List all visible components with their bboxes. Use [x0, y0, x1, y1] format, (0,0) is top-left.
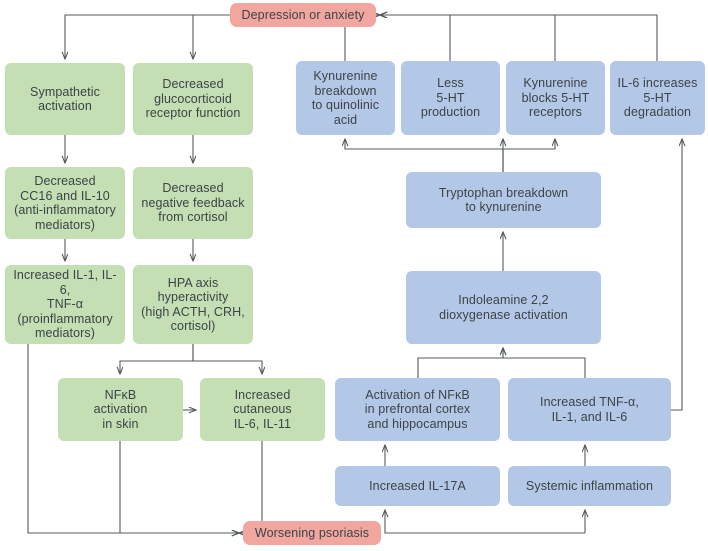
node-sympathetic-activation[interactable]: Sympathetic activation: [5, 63, 125, 135]
node-kynurenine-breakdown-to-quinolinic-acid[interactable]: Kynurenine breakdown to quinolinic acid: [296, 61, 395, 135]
node-worsening-psoriasis[interactable]: Worsening psoriasis: [243, 521, 381, 545]
edge-nfkbbrain-indoleamine: [417, 348, 503, 378]
edge-tryptophan-kynquinolinic: [345, 139, 504, 172]
edge-tnfa-indoleamine: [503, 348, 586, 378]
node-decreased-negative-feedback-from-cortisol[interactable]: Decreased negative feedback from cortiso…: [133, 167, 253, 239]
node-decreased-glucocorticoid-receptor-function[interactable]: Decreased glucocorticoid receptor functi…: [133, 63, 253, 135]
node-indoleamine-dioxygenase-activation[interactable]: Indoleamine 2,2 dioxygenase activation: [406, 271, 601, 344]
node-tryptophan-breakdown-to-kynurenine[interactable]: Tryptophan breakdown to kynurenine: [406, 172, 601, 228]
edge-blocks5ht-depression: [380, 15, 556, 61]
node-decreased-cc16-and-il10[interactable]: Decreased CC16 and IL-10 (anti-inflammat…: [5, 167, 125, 239]
node-nfkb-activation-in-skin[interactable]: NFκB activation in skin: [58, 378, 183, 441]
edge-less5ht-depression: [380, 15, 451, 61]
edge-depression-glucocorticoid: [193, 14, 230, 59]
edge-hpa-nfkbskin: [120, 344, 194, 374]
edge-hpa-cutaneous: [192, 344, 262, 374]
edge-cutaneous-psoriasis: [239, 441, 263, 533]
edge-il6degrade-depression: [380, 15, 658, 61]
node-systemic-inflammation[interactable]: Systemic inflammation: [508, 466, 671, 506]
edge-psoriasis-il17a: [385, 510, 585, 534]
edge-depression-sympathetic: [65, 14, 230, 59]
node-depression-or-anxiety[interactable]: Depression or anxiety: [230, 3, 376, 27]
node-increased-tnfa-il1-il6[interactable]: Increased TNF-α, IL-1, and IL-6: [508, 378, 671, 441]
node-il6-increases-5ht-degradation[interactable]: IL-6 increases 5-HT degradation: [610, 61, 705, 135]
node-hpa-axis-hyperactivity[interactable]: HPA axis hyperactivity (high ACTH, CRH, …: [133, 265, 253, 344]
node-kynurenine-blocks-5ht-receptors[interactable]: Kynurenine blocks 5-HT receptors: [506, 61, 605, 135]
node-increased-proinflammatory-mediators[interactable]: Increased IL-1, IL-6, TNF-α (proinflamma…: [5, 265, 125, 344]
edge-tryptophan-blocks5ht: [502, 139, 555, 172]
node-less-5ht-production[interactable]: Less 5-HT production: [401, 61, 500, 135]
node-increased-cutaneous-il6-il11[interactable]: Increased cutaneous IL-6, IL-11: [200, 378, 325, 441]
node-increased-il17a[interactable]: Increased IL-17A: [335, 466, 500, 506]
node-activation-of-nfkb-in-brain[interactable]: Activation of NFκB in prefrontal cortex …: [335, 378, 500, 441]
edge-tnfa-il6degrade: [671, 139, 682, 411]
edge-nfkbskin-psoriasis: [119, 441, 239, 533]
